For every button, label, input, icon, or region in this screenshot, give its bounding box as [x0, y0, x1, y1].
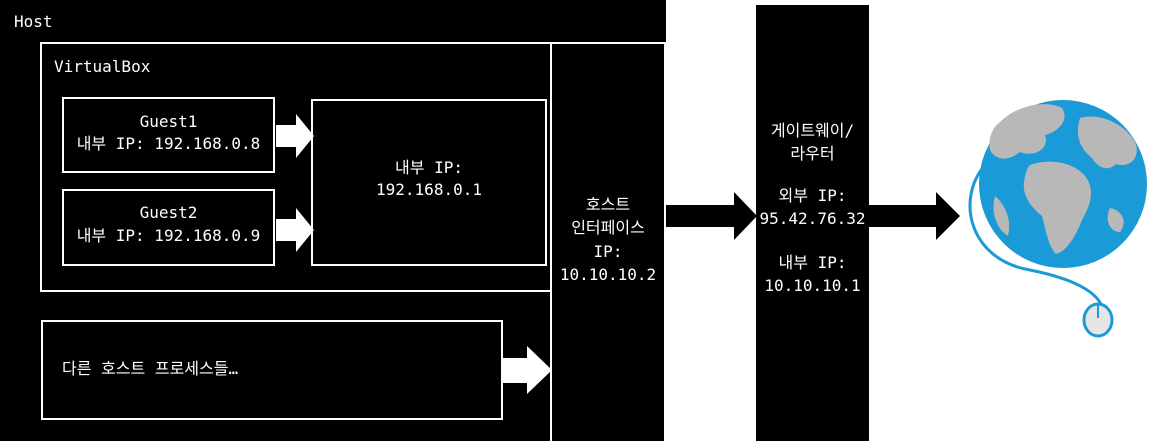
virtualbox-internal-ip: 192.168.0.1	[376, 180, 482, 199]
arrow-right-icon	[503, 346, 552, 394]
guest1-ip: 내부 IP: 192.168.0.8	[76, 134, 261, 153]
gateway-internal-ip: 10.10.10.1	[764, 276, 861, 295]
guest1-box	[62, 97, 275, 173]
host-interface-line2: 인터페이스	[571, 218, 645, 237]
virtualbox-label: VirtualBox	[54, 57, 151, 76]
globe-mouse-icon	[968, 100, 1147, 338]
other-processes-box	[41, 320, 503, 420]
gateway-external-label: 외부 IP:	[778, 186, 847, 205]
guest2-box	[62, 189, 275, 266]
virtualbox-internal-label: 내부 IP:	[395, 158, 463, 177]
gateway-external-ip: 95.42.76.32	[759, 209, 866, 228]
guest2-ip: 내부 IP: 192.168.0.9	[76, 226, 261, 245]
arrow-right-icon	[276, 114, 314, 158]
guest2-name: Guest2	[139, 203, 198, 222]
host-interface-box	[550, 42, 666, 441]
arrow-right-icon	[666, 192, 757, 240]
gateway-title-line1: 게이트웨이/	[770, 121, 855, 140]
host-label: Host	[14, 12, 53, 31]
host-interface-line1: 호스트	[585, 195, 631, 214]
guest1-name: Guest1	[139, 112, 198, 131]
virtualbox-internal-box	[311, 99, 547, 266]
gateway-box	[756, 5, 869, 441]
other-processes-label: 다른 호스트 프로세스들…	[62, 359, 239, 378]
arrow-right-icon	[276, 208, 314, 252]
arrow-right-icon	[869, 192, 960, 240]
host-interface-line3: IP:	[593, 242, 623, 261]
host-interface-line4: 10.10.10.2	[559, 265, 657, 284]
gateway-title-line2: 라우터	[790, 144, 835, 163]
gateway-internal-label: 내부 IP:	[778, 253, 847, 272]
